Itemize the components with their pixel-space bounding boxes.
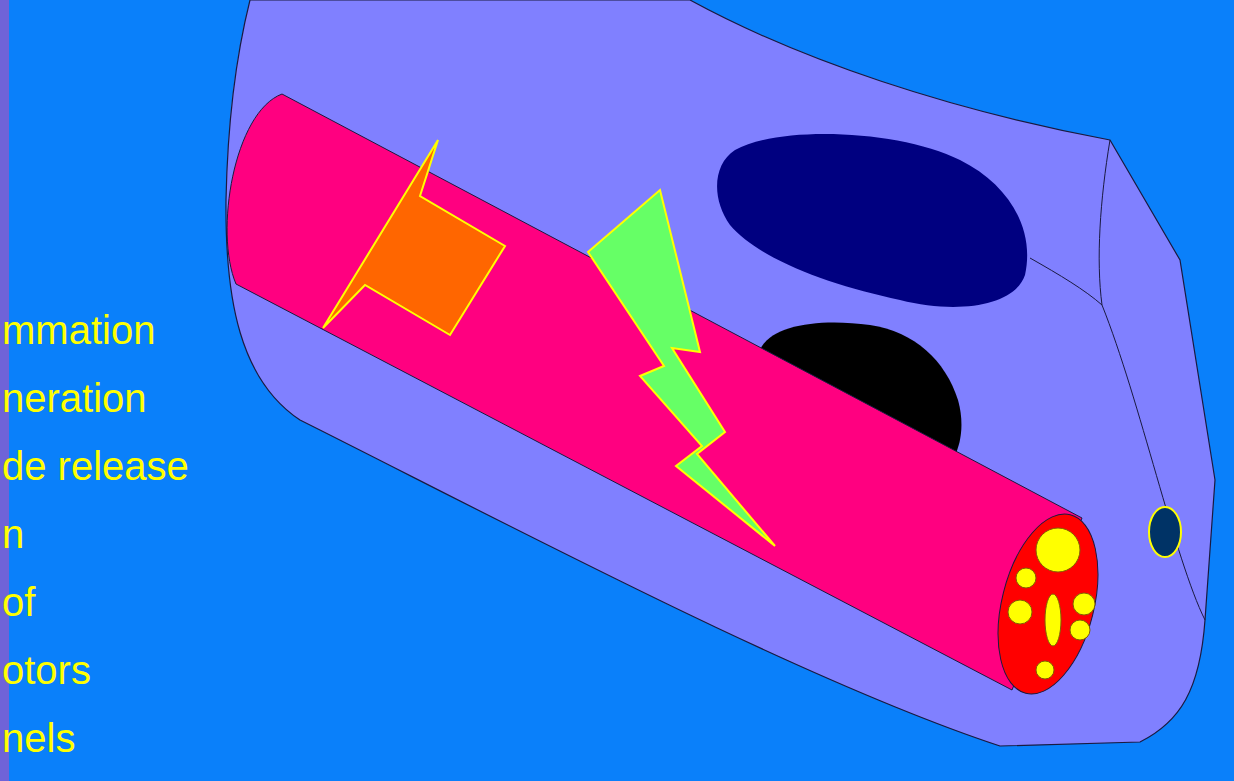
nerve-end: [981, 504, 1115, 705]
small-vessel: [1149, 507, 1181, 557]
orange-arrow: [323, 140, 505, 335]
bullet-text: neration: [2, 374, 147, 422]
tissue-face-line: [1030, 258, 1102, 305]
tissue-block: [226, 0, 1215, 746]
fascicles: [1008, 528, 1095, 679]
nerve-cylinder: [227, 94, 1082, 690]
lightning-bolt: [588, 190, 775, 546]
bullet-text: nels: [2, 714, 75, 762]
bullet-text: of: [2, 578, 35, 626]
bullet-text: mmation: [2, 306, 155, 354]
tissue-face-line: [1099, 140, 1205, 620]
bullet-text: n: [2, 510, 24, 558]
bullet-text: de release: [2, 442, 189, 490]
bullet-text: otors: [2, 646, 91, 694]
vessel-blob: [717, 134, 1027, 307]
